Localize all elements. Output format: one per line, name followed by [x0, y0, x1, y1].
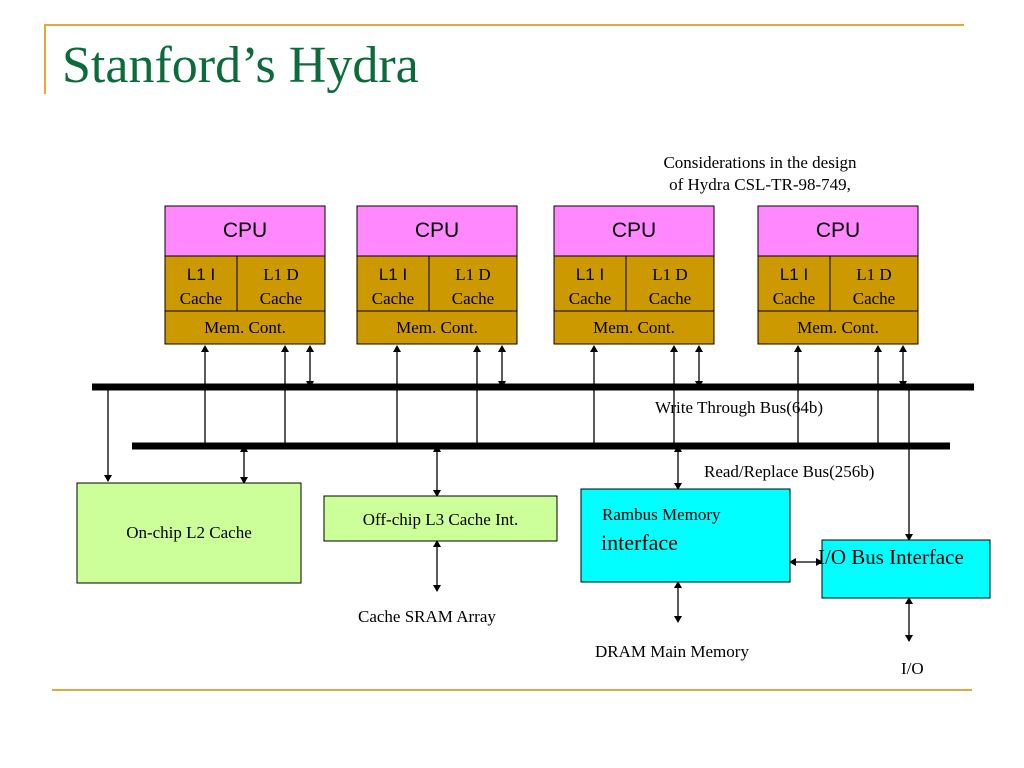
cpu-module-1-l1d-label: L1 D	[263, 265, 299, 284]
cpu-module-2-l1i-label: L1 I	[378, 265, 408, 284]
io-bus-interface-label: I/O Bus Interface	[818, 545, 964, 569]
cpu-module-4-mem-cont-box	[757, 310, 919, 345]
dram-main-memory-label: DRAM Main Memory	[595, 642, 749, 661]
cpu-module-4-l1i-cache-label: Cache	[772, 289, 816, 308]
cpu-module-2-l1-cache-box	[356, 255, 518, 312]
cpu-module-4-mem-cont-label: Mem. Cont.	[797, 318, 879, 337]
rambus-memory-interface-block	[580, 488, 791, 583]
cpu-module-3-mem-cont-box	[553, 310, 715, 345]
cpu-module-1-mem-cont-box	[164, 310, 326, 345]
l2-cache-block	[76, 482, 302, 584]
cpu-module-3-cpu-label: CPU	[611, 219, 657, 242]
reference-note: Considerations in the design of Hydra CS…	[620, 152, 900, 196]
rambus-label-line-2: interface	[601, 530, 678, 555]
cpu-module-1-l1-cache-box	[164, 255, 326, 312]
l2-cache-label: On-chip L2 Cache	[126, 523, 252, 542]
bottom-rule	[52, 689, 972, 691]
slide-title: Stanford’s Hydra	[62, 37, 419, 94]
cpu-module-4-l1d-cache-label: Cache	[852, 289, 896, 308]
left-rule	[44, 24, 46, 94]
cpu-module-3-cpu-box	[553, 205, 715, 257]
cpu-module-4-l1i-label: L1 I	[779, 265, 809, 284]
cpu-module-2-mem-cont-label: Mem. Cont.	[396, 318, 478, 337]
cpu-module-3-l1-cache-box	[553, 255, 715, 312]
cpu-module-1-l1i-cache-label: Cache	[179, 289, 223, 308]
cpu-module-2-l1d-cache-label: Cache	[451, 289, 495, 308]
cpu-module-3-l1i-cache-label: Cache	[568, 289, 612, 308]
l3-cache-interface-block	[323, 495, 558, 542]
read-replace-bus-label: Read/Replace Bus(256b)	[704, 462, 875, 481]
cpu-module-2-cpu-box	[356, 205, 518, 257]
io-label: I/O	[901, 659, 924, 678]
rambus-label-line-1: Rambus Memory	[602, 505, 721, 524]
cpu-module-3-l1d-label: L1 D	[652, 265, 688, 284]
cpu-module-4-l1d-label: L1 D	[856, 265, 892, 284]
write-through-bus-label: Write Through Bus(64b)	[655, 398, 824, 417]
cpu-module-1-l1d-cache-label: Cache	[259, 289, 303, 308]
cpu-module-1-cpu-box	[164, 205, 326, 257]
cpu-module-4-cpu-box	[757, 205, 919, 257]
io-bus-interface-block	[821, 539, 991, 599]
cpu-module-3-mem-cont-label: Mem. Cont.	[593, 318, 675, 337]
cpu-module-2-mem-cont-box	[356, 310, 518, 345]
cpu-module-4-cpu-label: CPU	[815, 219, 861, 242]
cpu-module-1-cpu-label: CPU	[222, 219, 268, 242]
cpu-module-2-cpu-label: CPU	[414, 219, 460, 242]
cpu-module-2-l1i-cache-label: Cache	[371, 289, 415, 308]
cpu-module-3-l1i-label: L1 I	[575, 265, 605, 284]
cpu-module-3-l1d-cache-label: Cache	[648, 289, 692, 308]
cpu-module-2-l1d-label: L1 D	[455, 265, 491, 284]
reference-note-line-1: Considerations in the design	[663, 153, 857, 172]
cpu-module-4-l1-cache-box	[757, 255, 919, 312]
l3-cache-interface-label: Off-chip L3 Cache Int.	[362, 510, 519, 529]
top-rule	[44, 24, 964, 26]
reference-note-line-2: of Hydra CSL-TR-98-749,	[669, 175, 851, 194]
cache-sram-array-label: Cache SRAM Array	[358, 607, 496, 626]
cpu-module-1-l1i-label: L1 I	[186, 265, 216, 284]
cpu-module-1-mem-cont-label: Mem. Cont.	[204, 318, 286, 337]
